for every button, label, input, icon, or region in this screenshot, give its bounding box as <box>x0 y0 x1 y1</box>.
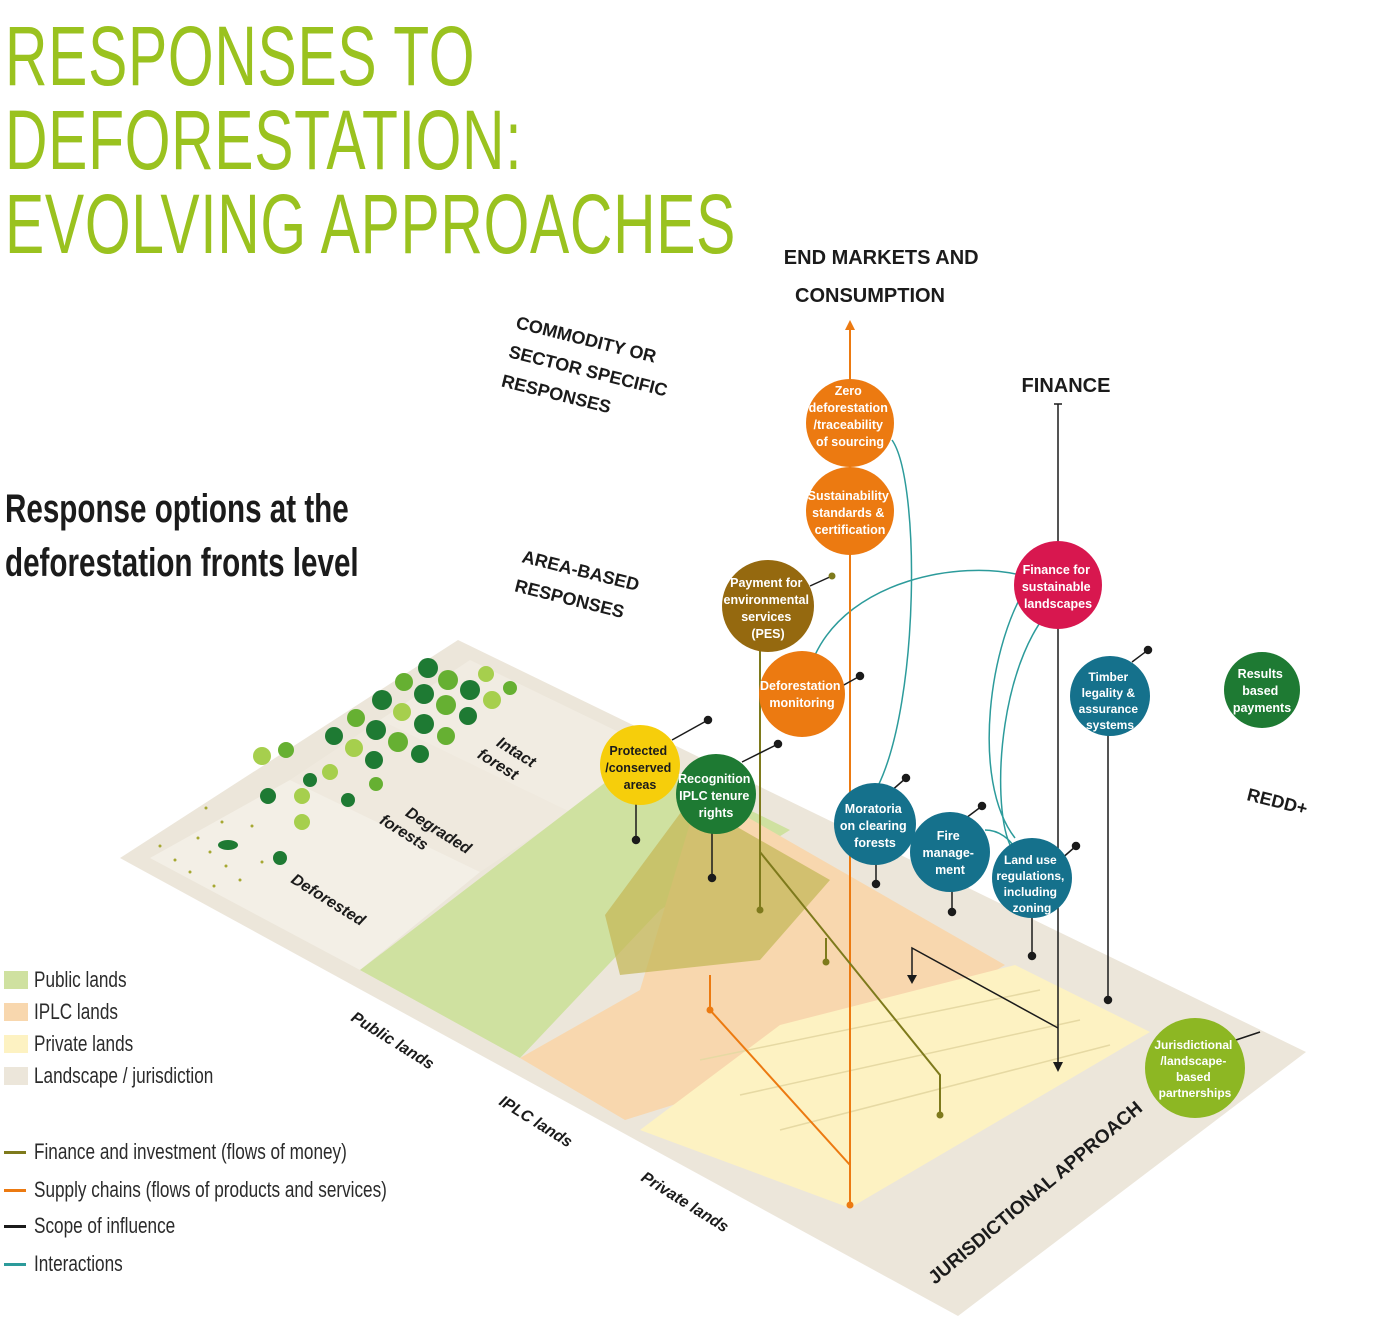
pes-label: Payment for environmental services (PES) <box>724 576 813 641</box>
bubble-recognition-iplc[interactable]: Recognition IPLC tenure rights <box>676 754 756 834</box>
strip-degraded <box>290 720 570 872</box>
subtitle-line-1: Response options at the <box>5 487 349 531</box>
scope-arrow-fire <box>907 975 917 984</box>
private-lands-swatch <box>4 1035 28 1053</box>
page-title: RESPONSES TO DEFORESTATION: EVOLVING APP… <box>5 14 972 266</box>
tree-cluster-degraded <box>218 742 383 865</box>
zero-deforestation-label: Zero deforestation /traceability of sour… <box>809 384 892 449</box>
overlap-zone <box>605 800 830 975</box>
supply-chain-arrow <box>845 320 855 330</box>
end-markets-heading: END MARKETS AND CONSUMPTION <box>784 247 984 307</box>
iplc-lands-swatch <box>4 1003 28 1021</box>
legend-label: Private lands <box>34 1031 134 1056</box>
area-based-heading: AREA-BASED RESPONSES <box>513 546 646 625</box>
bubble-zero-deforestation[interactable]: Zero deforestation /traceability of sour… <box>806 379 894 467</box>
interactions-line-swatch <box>4 1263 26 1266</box>
legend-label: Supply chains (flows of products and ser… <box>34 1177 387 1202</box>
strip-deforested <box>150 780 480 970</box>
finance-line-swatch <box>4 1151 26 1154</box>
bubble-deforestation-monitoring[interactable]: Deforestation monitoring <box>759 651 845 737</box>
bubble-fire-management[interactable]: Fire manage- ment <box>910 812 990 892</box>
legend-label: Finance and investment (flows of money) <box>34 1139 347 1164</box>
bubble-moratoria[interactable]: Moratoria on clearing forests <box>834 783 916 865</box>
bubble-pes[interactable]: Payment for environmental services (PES) <box>722 560 814 652</box>
finance-heading: FINANCE <box>1022 375 1111 397</box>
supply-line-swatch <box>4 1189 26 1192</box>
bubble-land-use-regulations[interactable]: Land use regulations, including zoning <box>992 838 1072 918</box>
private-lands-zone <box>640 965 1150 1208</box>
svg-text:AREA-BASED RESPONSES: AREA-BASED RESPONSES <box>513 546 646 625</box>
finance-landscapes-label: Finance for sustainable landscapes <box>1022 563 1094 611</box>
iplc-lands-label: IPLC lands <box>496 1093 575 1151</box>
bubble-timber-legality[interactable]: Timber legality & assurance systems <box>1070 656 1150 736</box>
legend-label: Landscape / jurisdiction <box>34 1063 214 1088</box>
diagram-subtitle: Response options at the deforestation fr… <box>5 482 359 590</box>
bubble-results-payments[interactable]: Results based payments <box>1224 652 1300 728</box>
svg-text:COMMODITY OR SECTOR SPEC: COMMODITY OR SECTOR SPECIFIC RESPONSES <box>500 312 682 430</box>
jurisdictional-partnerships-label: Jurisdictional /landscape- based partner… <box>1154 1038 1235 1100</box>
bubble-sustainability-standards[interactable]: Sustainability standards & certification <box>806 467 894 555</box>
commodity-heading: COMMODITY OR SECTOR SPECIFIC RESPONSES <box>500 312 682 430</box>
tree-cluster-intact <box>325 658 517 769</box>
subtitle-line-2: deforestation fronts level <box>5 541 359 585</box>
sustainability-label: Sustainability standards & certification <box>808 489 893 537</box>
recognition-iplc-label: Recognition IPLC tenure rights <box>678 772 754 820</box>
svg-text:REDD+: REDD+ <box>1245 784 1310 818</box>
redd-heading: REDD+ <box>1245 784 1310 818</box>
scope-line-fire <box>911 946 1059 1029</box>
scope-pins <box>631 575 1261 1041</box>
legend-label: Scope of influence <box>34 1213 176 1238</box>
field-lines <box>699 989 1111 1131</box>
legend-label: Public lands <box>34 967 127 992</box>
bubble-jurisdictional-partnerships[interactable]: Jurisdictional /landscape- based partner… <box>1145 1018 1245 1118</box>
finance-arrow <box>1053 1062 1063 1072</box>
bubble-protected-areas[interactable]: Protected /conserved areas <box>600 725 680 805</box>
timber-legality-label: Timber legality & assurance systems <box>1079 670 1142 732</box>
finance-flow-diagonal <box>759 851 941 1115</box>
seedling-dots <box>158 806 264 888</box>
results-payments-label: Results based payments <box>1233 667 1291 715</box>
protected-areas-label: Protected /conserved areas <box>605 744 675 792</box>
supply-chain-end <box>846 1201 854 1209</box>
pes-finance-end <box>756 906 764 914</box>
pes-pin <box>828 572 836 580</box>
finance-flow-short-end <box>822 958 830 966</box>
legend-label: IPLC lands <box>34 999 118 1024</box>
svg-text:IPLC lands: IPLC lands <box>496 1093 575 1151</box>
finance-flow-end <box>936 1111 944 1119</box>
scope-line-swatch <box>4 1225 26 1228</box>
supply-chain-node <box>706 1006 714 1014</box>
title-line-2: EVOLVING APPROACHES <box>5 177 737 271</box>
moratoria-label: Moratoria on clearing forests <box>840 802 910 850</box>
land-use-label: Land use regulations, including zoning <box>996 853 1067 915</box>
legend-label: Interactions <box>34 1251 123 1276</box>
title-line-1: RESPONSES TO DEFORESTATION: <box>5 9 523 187</box>
public-lands-swatch <box>4 971 28 989</box>
bubble-finance-landscapes[interactable]: Finance for sustainable landscapes <box>1014 541 1102 629</box>
landscape-swatch <box>4 1067 28 1085</box>
fire-management-label: Fire manage- ment <box>923 829 978 877</box>
deforestation-monitoring-label: Deforestation monitoring <box>760 679 844 710</box>
